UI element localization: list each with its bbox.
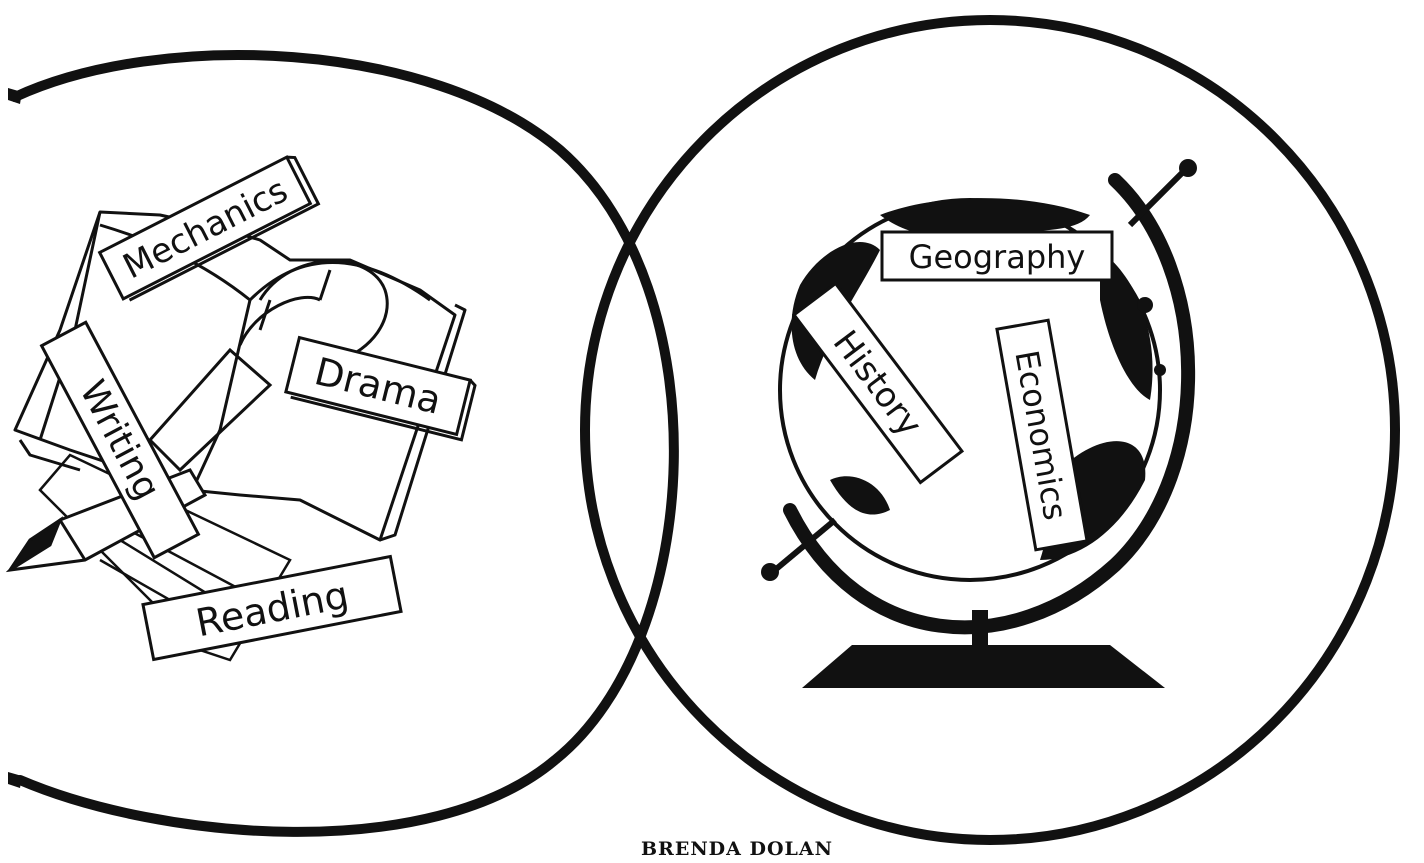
label-mechanics: Mechanics xyxy=(100,154,319,302)
left-circle-end-bottom xyxy=(8,772,22,788)
globe-land-dot xyxy=(1137,297,1153,313)
label-drama: Drama xyxy=(285,338,476,440)
label-geography: Geography xyxy=(882,232,1112,280)
left-circle-group: Mechanics Writing Drama Reading xyxy=(8,55,674,832)
right-circle-group: Geography History Economics xyxy=(585,20,1395,840)
label-geography-text: Geography xyxy=(909,238,1086,276)
label-reading: Reading xyxy=(143,556,401,659)
globe-axis-top xyxy=(1130,159,1197,225)
globe-stand xyxy=(802,610,1165,688)
artist-credit: BRENDA DOLAN xyxy=(0,838,1424,860)
globe-land-dot-2 xyxy=(1154,364,1166,376)
